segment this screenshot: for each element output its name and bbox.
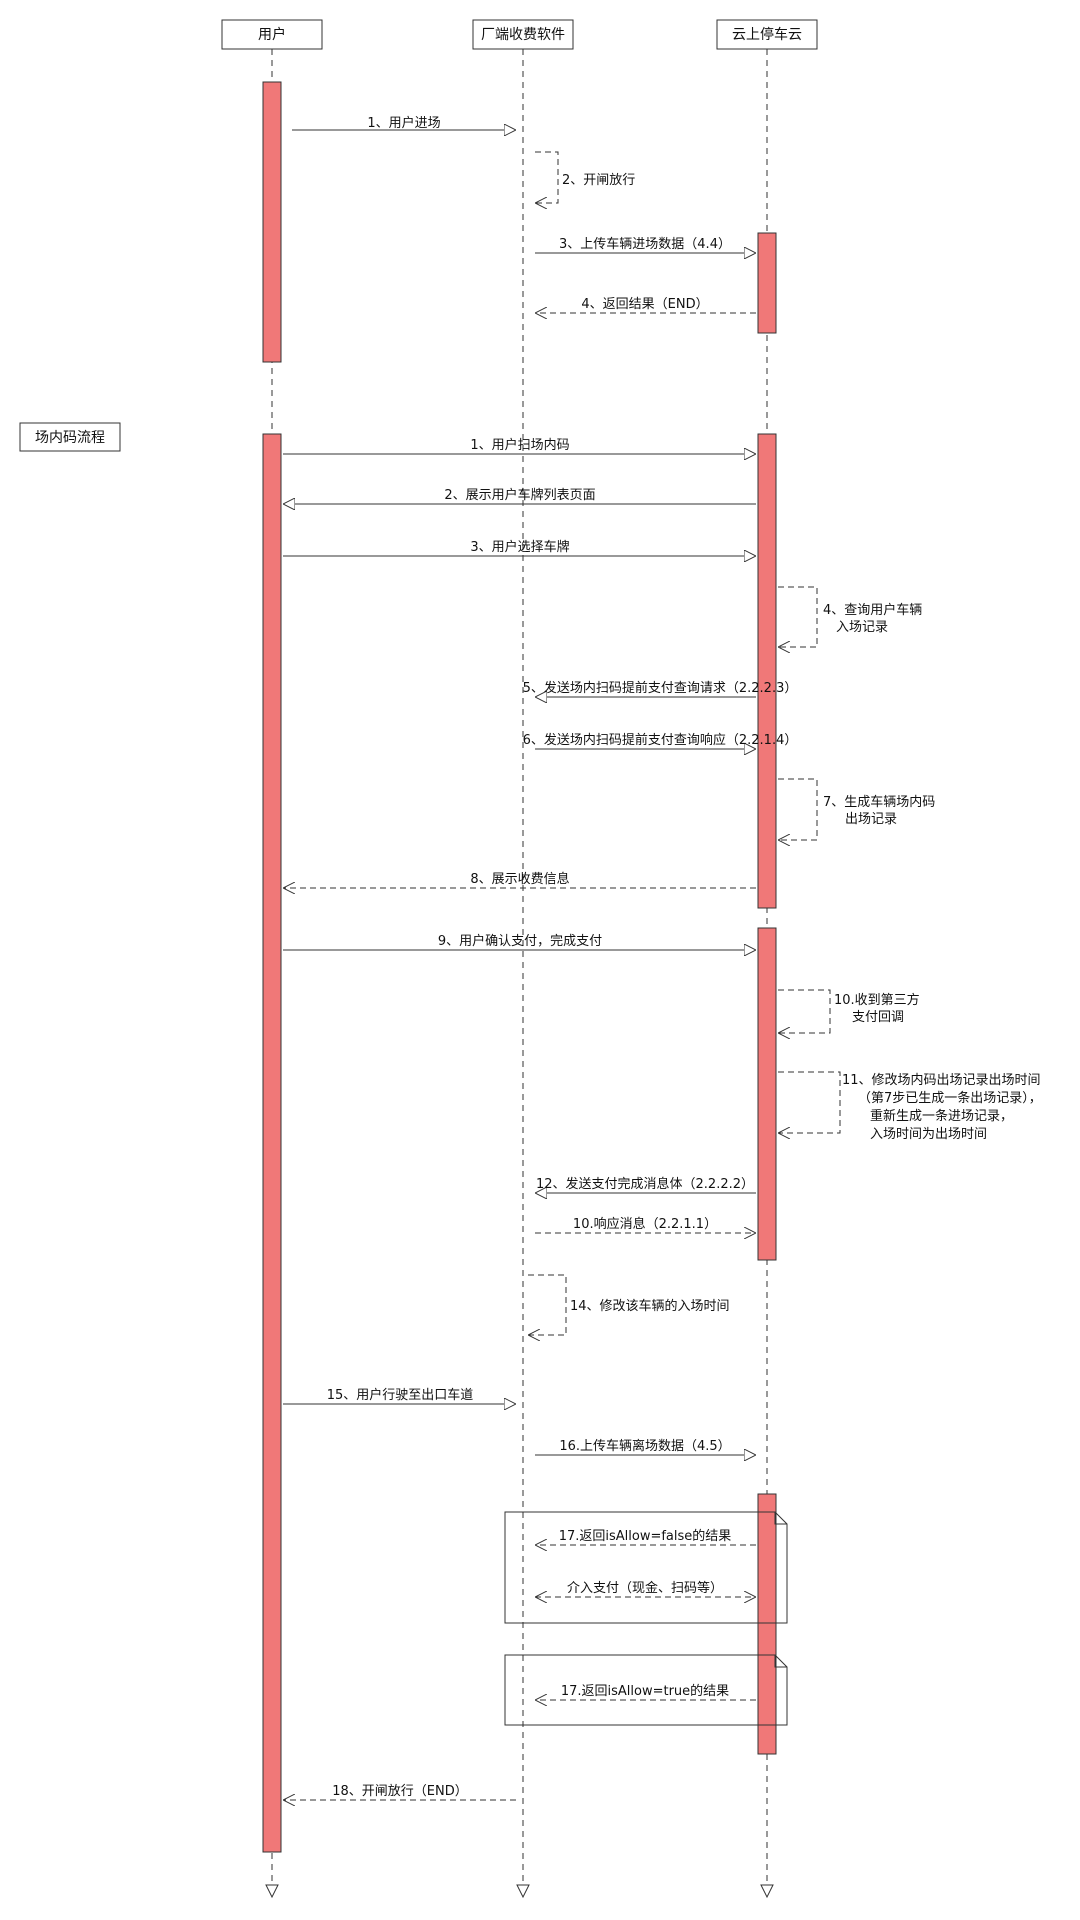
- message-label: 4、返回结果（END）: [581, 297, 708, 312]
- alt-fragment-1: [504, 1511, 788, 1624]
- message-label: 7、生成车辆场内码 出场记录: [823, 794, 939, 827]
- message-label-line: 11、修改场内码出场记录出场时间: [842, 1072, 1041, 1088]
- message-label: 3、用户选择车牌: [470, 539, 569, 555]
- lifeline-end-cloud: [760, 1884, 774, 1899]
- participant-user: 用户: [221, 19, 323, 50]
- activation-bar: [757, 433, 777, 909]
- participant-label: 用户: [258, 26, 286, 43]
- participant-label: 云上停车云: [732, 26, 802, 43]
- activation-bar: [262, 81, 282, 363]
- message-label: 2、展示用户车牌列表页面: [444, 487, 595, 503]
- message-label: 18、开闸放行（END）: [332, 1784, 468, 1799]
- self-message-arrow: [528, 1274, 567, 1335]
- message-label: 4、查询用户车辆 入场记录: [823, 602, 926, 635]
- message-label: 5、发送场内扫码提前支付查询请求（2.2.2.3）: [523, 680, 798, 696]
- activation-bar: [757, 232, 777, 334]
- message-label: 2、开闸放行: [562, 173, 635, 188]
- activation-bar: [757, 927, 777, 1261]
- message-label: 10.响应消息（2.2.1.1）: [573, 1216, 717, 1232]
- message-label: 12、发送支付完成消息体（2.2.2.2）: [536, 1176, 754, 1192]
- message-label: 8、展示收费信息: [470, 871, 569, 887]
- section-label-box: 场内码流程: [19, 422, 121, 452]
- participant-software: 厂端收费软件: [472, 19, 574, 50]
- message-label: 10.收到第三方 支付回调: [834, 992, 924, 1025]
- message-label-line: 7、生成车辆场内码: [823, 794, 935, 810]
- self-message-arrow: [778, 989, 831, 1033]
- section-label: 场内码流程: [35, 430, 105, 446]
- message-label-line: 重新生成一条进场记录，: [870, 1108, 1013, 1124]
- message-label: 15、用户行驶至出口车道: [327, 1387, 474, 1403]
- activation-bar: [757, 1493, 777, 1755]
- message-label: 介入支付（现金、扫码等）: [567, 1580, 723, 1596]
- message-label: 11、修改场内码出场记录出场时间 （第7步已生成一条出场记录）， 重新生成一条进…: [842, 1072, 1046, 1142]
- message-label-line: 支付回调: [852, 1010, 904, 1025]
- message-label-line: 出场记录: [845, 812, 897, 827]
- message-label-line: （第7步已生成一条出场记录），: [858, 1090, 1042, 1106]
- lifeline-end-user: [265, 1884, 279, 1899]
- participant-cloud: 云上停车云: [716, 19, 818, 50]
- message-label: 1、用户扫场内码: [470, 437, 569, 453]
- message-label: 14、修改该车辆的入场时间: [570, 1298, 730, 1314]
- message-label: 3、上传车辆进场数据（4.4）: [559, 236, 731, 252]
- message-label: 17.返回isAllow=true的结果: [561, 1683, 729, 1699]
- self-message-arrow: [535, 151, 559, 203]
- participant-label: 厂端收费软件: [481, 27, 565, 43]
- lifeline-end-software: [516, 1884, 530, 1899]
- self-message-arrow: [778, 1071, 841, 1133]
- message-label-line: 入场时间为出场时间: [870, 1127, 987, 1142]
- self-message-arrow: [778, 586, 818, 647]
- message-label: 17.返回isAllow=false的结果: [559, 1528, 732, 1544]
- activation-bar: [262, 433, 282, 1853]
- message-label-line: 4、查询用户车辆: [823, 602, 922, 618]
- alt-fragment-2-corner: [774, 1655, 787, 1668]
- message-label: 16.上传车辆离场数据（4.5）: [559, 1438, 730, 1454]
- self-message-arrow: [778, 778, 818, 840]
- message-label-line: 10.收到第三方: [834, 992, 920, 1008]
- message-label: 9、用户确认支付，完成支付: [438, 933, 602, 949]
- alt-fragment-1-corner: [774, 1512, 787, 1525]
- message-label: 1、用户进场: [367, 115, 440, 131]
- message-label-line: 入场记录: [836, 620, 888, 635]
- alt-fragment-2: [504, 1654, 788, 1726]
- message-label: 6、发送场内扫码提前支付查询响应（2.2.1.4）: [523, 732, 798, 748]
